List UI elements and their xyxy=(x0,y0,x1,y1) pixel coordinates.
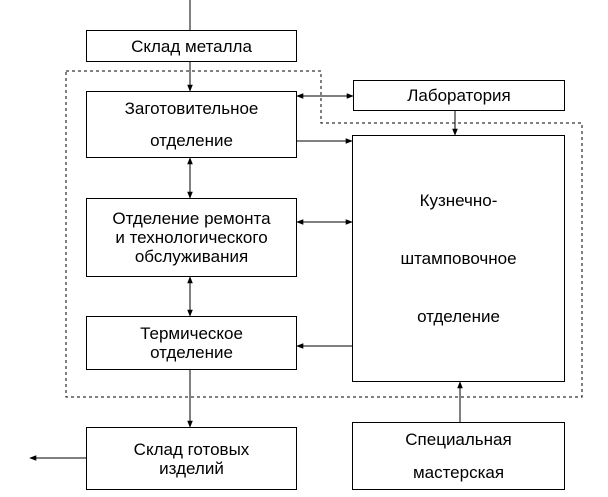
finished-storage-line-1: Склад готовых xyxy=(133,439,250,459)
repair-department-line-1: Отделение ремонта xyxy=(112,209,271,228)
metal-storage-label: Склад металла xyxy=(131,36,252,56)
forging-department-line-1: Кузнечно- xyxy=(419,191,498,210)
special-workshop-line-2: мастерская xyxy=(412,463,505,482)
repair-department-box: Отделение ремонта и технологического обс… xyxy=(86,198,297,277)
heat-treatment-line-2: отделение xyxy=(150,343,233,362)
forging-department-line-2: штамповочное xyxy=(400,249,517,268)
metal-storage-box: Склад металла xyxy=(86,30,297,62)
production-area-boundary xyxy=(65,70,583,398)
forging-department-line-3: отделение xyxy=(417,307,500,326)
blank-department-line-1: Заготовительное xyxy=(124,98,259,118)
repair-department-line-3: обслуживания xyxy=(134,247,249,266)
laboratory-label: Лаборатория xyxy=(407,86,511,105)
forging-department-box: Кузнечно- штамповочное отделение xyxy=(352,135,565,382)
blank-department-box: Заготовительное отделение xyxy=(86,91,297,158)
finished-storage-box: Склад готовых изделий xyxy=(86,427,297,490)
heat-treatment-box: Термическое отделение xyxy=(86,316,297,370)
heat-treatment-line-1: Термическое xyxy=(140,324,243,343)
special-workshop-box: Специальная мастерская xyxy=(352,422,565,490)
finished-storage-line-2: изделий xyxy=(159,458,224,478)
repair-department-line-2: и технологического xyxy=(115,228,268,247)
laboratory-box: Лаборатория xyxy=(353,80,565,111)
blank-department-line-2: отделение xyxy=(150,131,233,151)
special-workshop-line-1: Специальная xyxy=(405,430,512,449)
